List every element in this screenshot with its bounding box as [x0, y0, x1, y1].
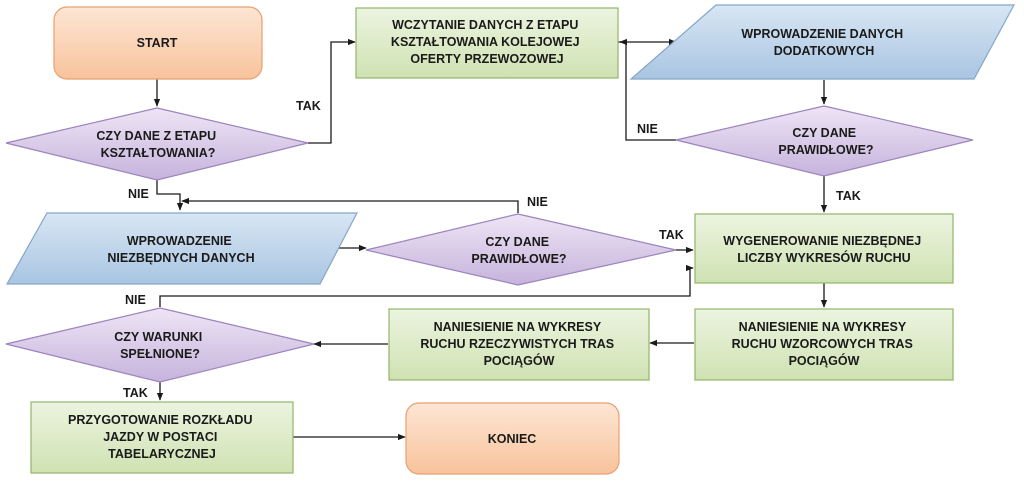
edge-from-stage-yes	[308, 38, 356, 144]
generate-label: WYGENEROWANIE NIEZBĘDNEJ LICZBY WYKRESÓW…	[723, 234, 924, 265]
edge-from-stage-no	[156, 180, 184, 211]
edge-label-conditions-no: NIE	[125, 293, 146, 307]
edge-label-conditions-yes: TAK	[123, 386, 148, 400]
plot-real-label: NANIESIENIE NA WYKRESY RUCHU RZECZYWISTY…	[420, 320, 617, 368]
valid-top-question-label: CZY DANE PRAWIDŁOWE?	[778, 126, 873, 157]
conditions-question-label: CZY WARUNKI SPEŁNIONE?	[114, 330, 205, 361]
edge-valid-mid-no	[181, 197, 519, 213]
plot-model-label: NANIESIENIE NA WYKRESY RUCHU WZORCOWYCH …	[732, 320, 917, 368]
end-terminal	[405, 402, 620, 475]
edge-conditions-no	[159, 264, 694, 307]
edge-label-valid-top-yes: TAK	[836, 189, 861, 203]
start-terminal	[53, 6, 263, 80]
conditions-decision	[5, 307, 315, 383]
edge-label-valid-mid-no: NIE	[527, 195, 548, 209]
from-stage-question-label: CZY DANE Z ETAPU KSZTAŁTOWANIA?	[96, 129, 219, 160]
required-input-label: WPROWADZENIE NIEZBĘDNYCH DANYCH	[107, 234, 254, 265]
generate-process	[694, 213, 954, 284]
edge-label-from-stage-no: NIE	[128, 187, 149, 201]
start-label: START	[137, 36, 178, 50]
load-data-label: WCZYTANIE DANYCH Z ETAPU KSZTAŁTOWANIA K…	[391, 18, 583, 66]
edge-label-valid-mid-yes: TAK	[659, 228, 684, 242]
end-label: KONIEC	[488, 432, 537, 446]
extra-input-io	[629, 4, 1016, 80]
valid-mid-question-label: CZY DANE PRAWIDŁOWE?	[471, 235, 566, 266]
plot-real-process	[388, 308, 650, 381]
required-input-io	[5, 212, 358, 285]
valid-mid-decision	[365, 213, 677, 286]
from-stage-decision	[5, 107, 309, 181]
edge-label-from-stage-yes: TAK	[296, 99, 321, 113]
timetable-label: PRZYGOTOWANIE ROZKŁADU JAZDY W POSTACI T…	[68, 413, 256, 461]
valid-top-decision	[675, 105, 974, 177]
edge-valid-top-no	[619, 38, 676, 141]
load-data-process	[355, 7, 619, 79]
timetable-process	[30, 401, 294, 474]
edge-label-valid-top-no: NIE	[637, 122, 658, 136]
plot-model-process	[694, 308, 954, 381]
extra-input-label: WPROWADZENIE DANYCH DODATKOWYCH	[741, 27, 906, 58]
